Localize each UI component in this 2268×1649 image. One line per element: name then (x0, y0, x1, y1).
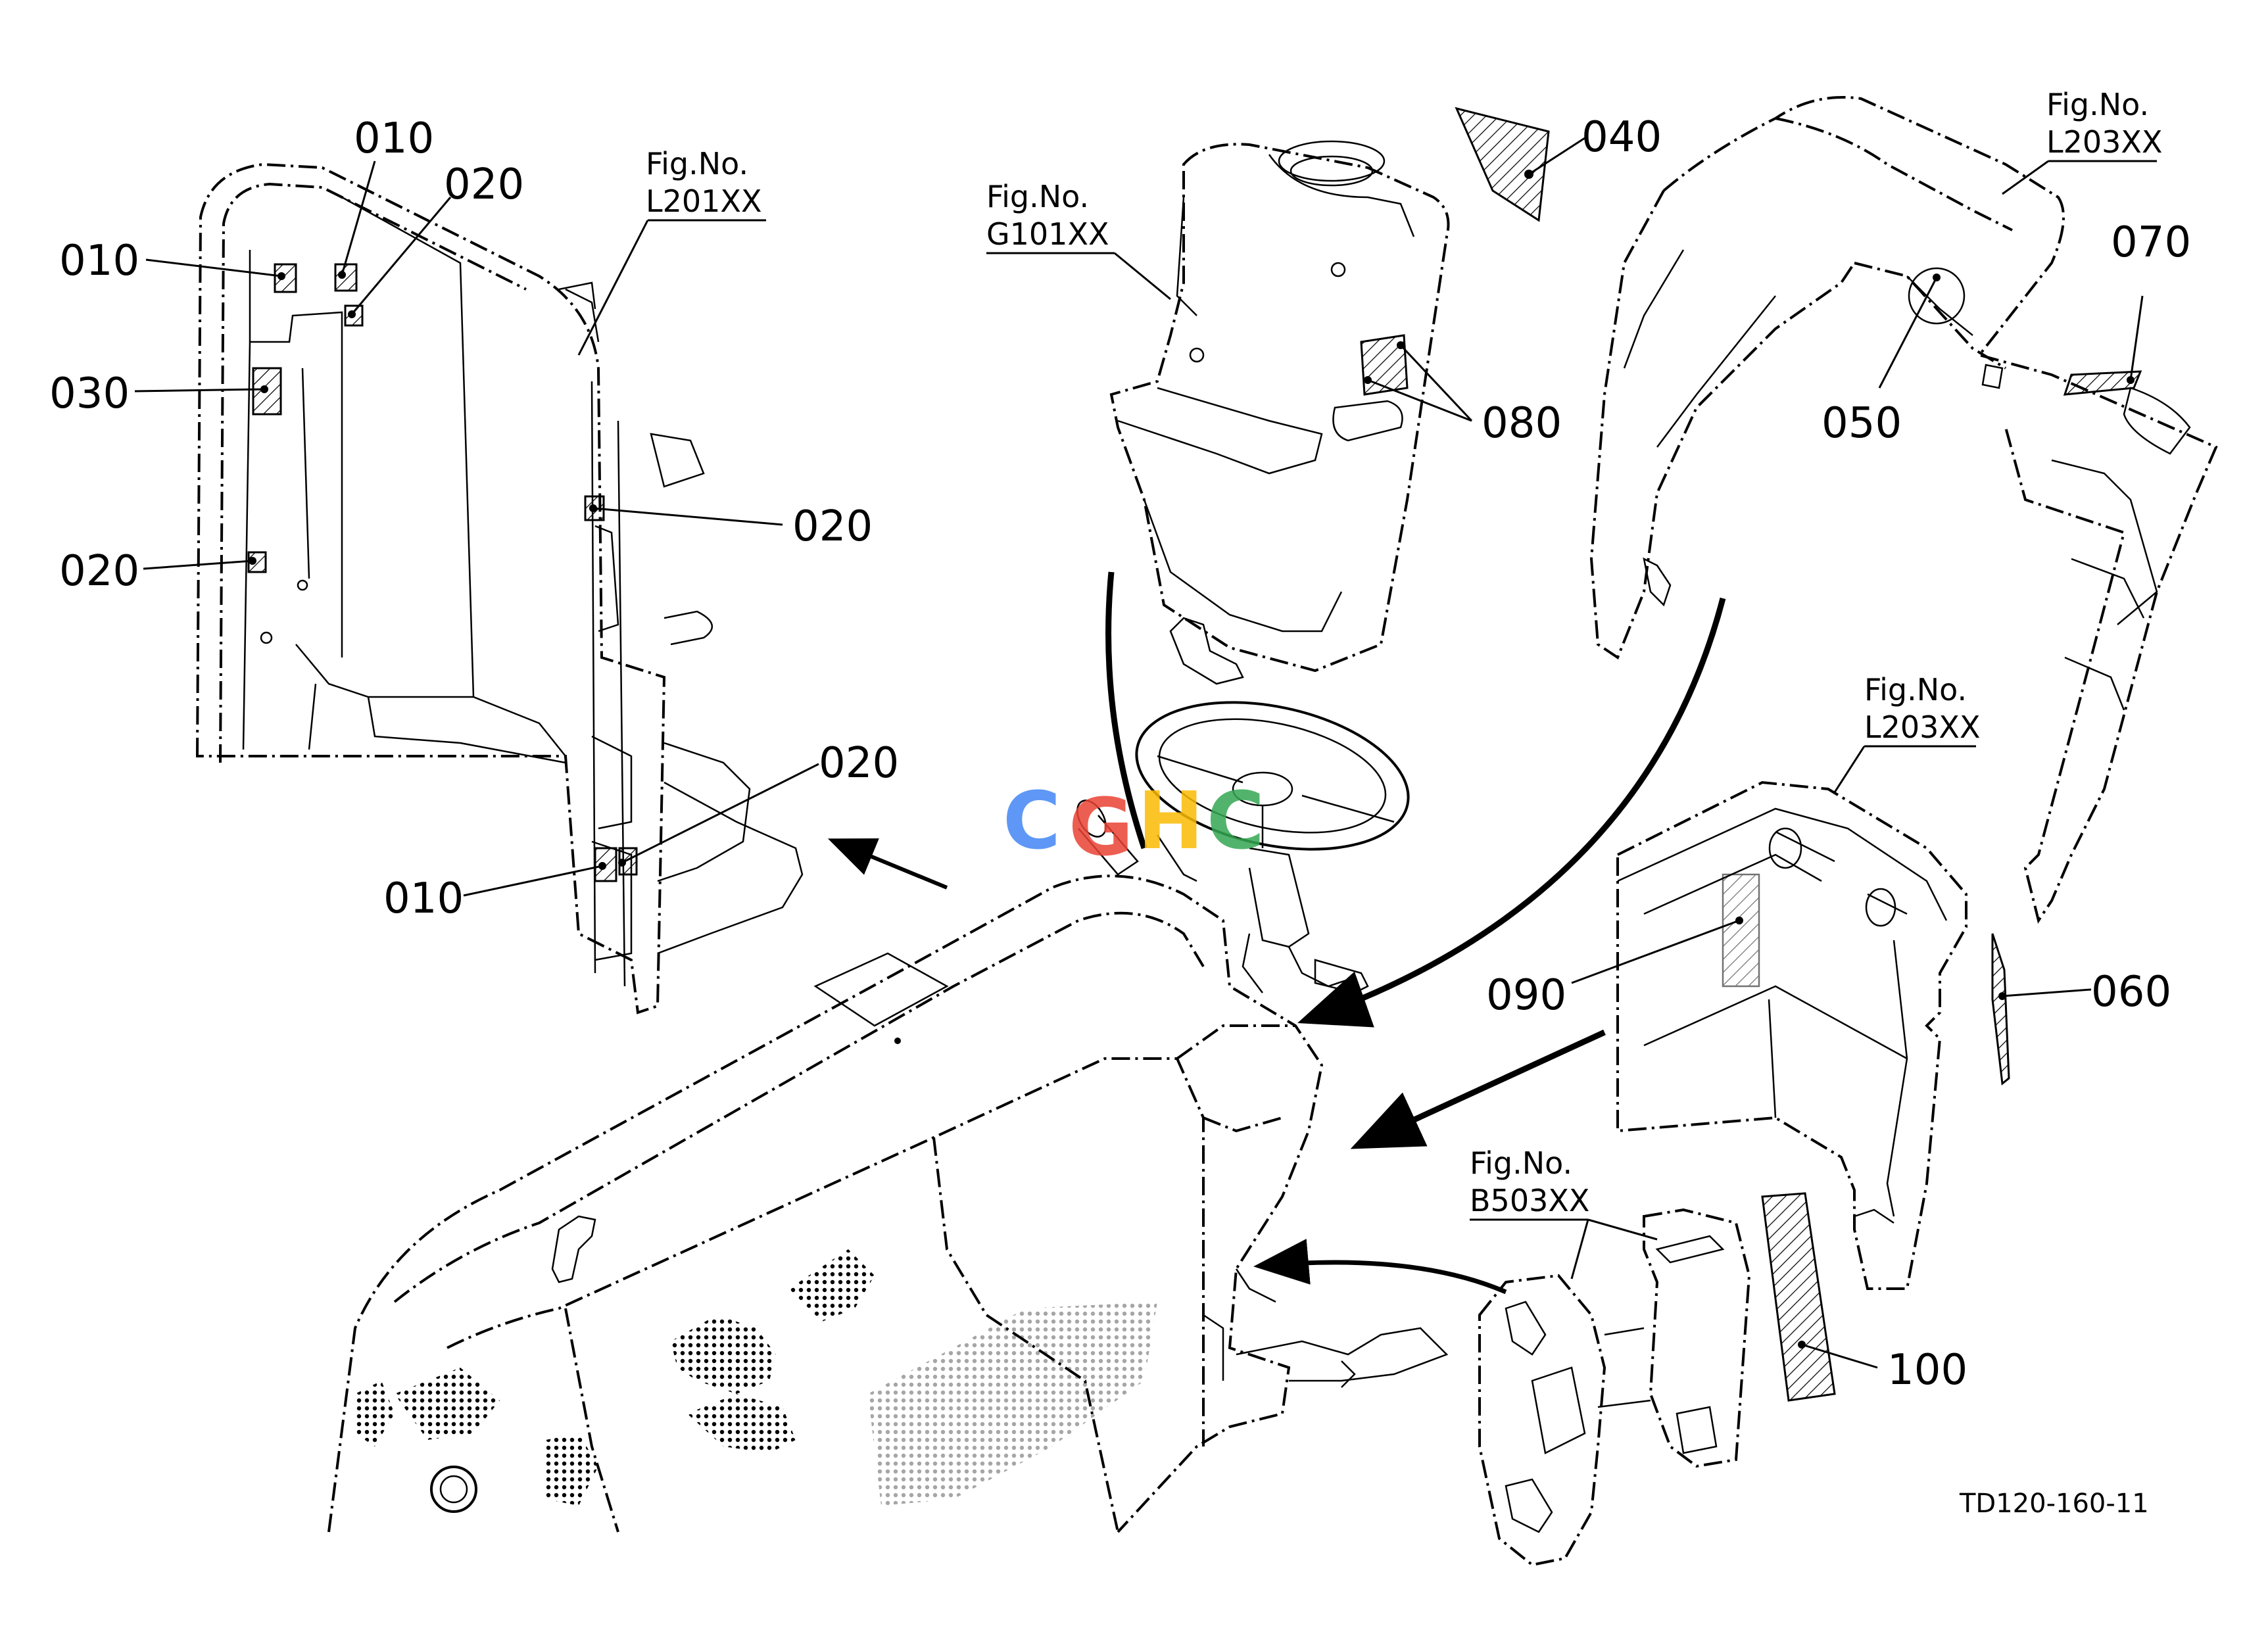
right-upper-fender (1589, 96, 2218, 924)
grille-pattern (671, 1315, 776, 1394)
fig-l201-caption: Fig.No. (646, 146, 748, 181)
drawing-number: TD120-160-11 (1959, 1489, 2149, 1519)
grille-pattern (868, 1302, 1157, 1506)
fig-g101-code: G101XX (986, 216, 1109, 252)
decal-060 (1991, 933, 2010, 1086)
leader-lines (134, 137, 2157, 1369)
fig-l201-code: L201XX (646, 183, 761, 219)
watermark-letter-2: G (1069, 782, 1134, 874)
arrow-upper-fender (1297, 597, 1726, 1028)
decal-020-upper (344, 304, 364, 327)
decal-010-upper (334, 263, 358, 292)
watermark-letter-1: C (1003, 776, 1061, 867)
callout-050: 050 (1822, 399, 1902, 448)
callout-020-d: 020 (819, 739, 899, 788)
figure-references: Fig.No. L201XX Fig.No. G101XX Fig.No. L2… (646, 87, 2162, 1218)
watermark-letter-4: C (1207, 776, 1265, 867)
fig-l203-mid-caption: Fig.No. (1864, 672, 1967, 707)
callout-010-c: 010 (383, 874, 464, 923)
right-lower-fender (1616, 780, 2010, 1290)
tractor-hood (327, 874, 1449, 1533)
callout-080: 080 (1482, 399, 1562, 448)
callout-040: 040 (1581, 113, 1662, 162)
grille-pattern (395, 1368, 500, 1440)
steering-assembly (1076, 701, 1410, 994)
arrow-pedal-bracket (1253, 1239, 1507, 1295)
pedal-bracket (1478, 1192, 1836, 1567)
callout-100: 100 (1887, 1346, 1967, 1395)
watermark: C G H C (1003, 776, 1265, 874)
callout-010-a: 010 (59, 237, 139, 285)
decal-070 (2063, 370, 2142, 396)
callout-060: 060 (2091, 968, 2171, 1016)
fig-b503-caption: Fig.No. (1470, 1145, 1572, 1181)
callout-020-a: 020 (444, 160, 524, 209)
fig-g101-caption: Fig.No. (986, 179, 1089, 214)
callout-labels: 010 010 020 030 020 020 020 010 040 080 … (49, 113, 2191, 1395)
grille-pattern (687, 1394, 796, 1453)
dash-cover (1109, 107, 1550, 685)
decal-080 (1360, 334, 1409, 396)
decal-100 (1761, 1192, 1836, 1402)
callout-070: 070 (2111, 218, 2191, 267)
callout-020-b: 020 (59, 547, 139, 596)
arrow-lower-fender (1350, 1029, 1606, 1149)
grille-pattern (546, 1433, 598, 1506)
fig-l203-mid-code: L203XX (1864, 709, 1980, 745)
callout-020-c: 020 (792, 502, 873, 551)
callout-010-b: 010 (354, 114, 434, 163)
decal-010-left (274, 263, 297, 293)
arrow-dash-to-column (1105, 571, 1147, 849)
decal-040 (1455, 107, 1550, 222)
callout-030: 030 (49, 370, 130, 418)
grille-pattern (789, 1249, 875, 1322)
fig-l203-top-caption: Fig.No. (2046, 87, 2149, 122)
decal-090 (1722, 873, 1760, 988)
fig-b503-code: B503XX (1470, 1183, 1589, 1218)
fig-l203-top-code: L203XX (2046, 124, 2162, 160)
arrow-left-fender (827, 838, 948, 890)
watermark-letter-3: H (1138, 776, 1203, 867)
left-fender-panel (195, 162, 804, 1015)
callout-090: 090 (1486, 971, 1566, 1020)
grille-pattern (355, 1381, 395, 1446)
assembly-arrows (827, 571, 1726, 1295)
